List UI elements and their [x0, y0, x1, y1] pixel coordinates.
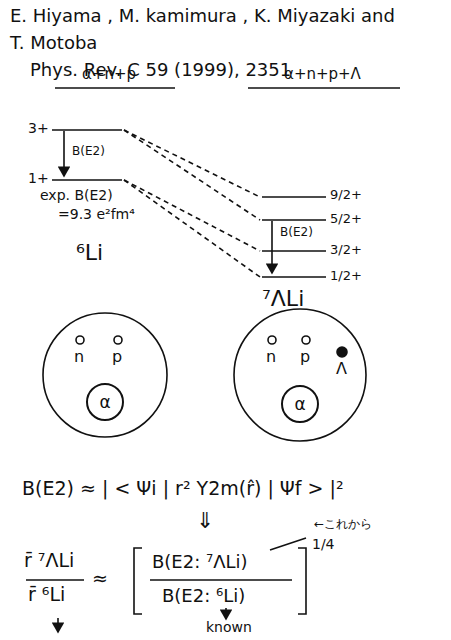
implies-arrow: ⇓ [196, 508, 214, 533]
config-label: α+n+p+Λ [284, 66, 361, 83]
alpha-circle: α [86, 383, 124, 421]
fraction-bar [150, 579, 292, 581]
level-line [262, 196, 326, 198]
author-line: E. Hiyama , M. kamimura , K. Miyazaki an… [10, 6, 395, 27]
pointer-line [270, 538, 306, 550]
neutron-dot [268, 336, 276, 344]
fraction-bar [26, 579, 84, 581]
alpha-circle: α [281, 385, 319, 423]
underline [55, 87, 175, 89]
level-line [52, 129, 122, 131]
particle-label: n [266, 348, 276, 366]
transition-arrow [271, 221, 273, 273]
particle-label: p [300, 348, 310, 366]
ratio-term: r̄ ⁷ΛLi [24, 550, 74, 572]
spin-label: 5/2+ [330, 212, 362, 227]
dashed-link [124, 130, 260, 220]
particle-label: p [112, 348, 122, 366]
exponent: 1/4 [312, 536, 335, 552]
nucleus-name: ⁷ΛLi [262, 286, 304, 311]
neutron-dot [76, 336, 84, 344]
nucleus-outline [43, 313, 167, 437]
alpha-label: α [294, 394, 305, 414]
exp-label: exp. B(E2) [40, 187, 113, 203]
lambda-dot [337, 347, 347, 357]
transition-label: B(E2) [280, 226, 313, 240]
transition-label: B(E2) [72, 145, 105, 159]
proton-dot [114, 336, 122, 344]
nucleus-name: ⁶Li [76, 240, 103, 265]
annotation: ←これから [314, 518, 372, 532]
underline [248, 87, 400, 89]
particle-label: n [74, 348, 84, 366]
level-line [262, 276, 326, 278]
transition-arrow [63, 131, 65, 176]
ratio-term: r̄ ⁶Li [28, 584, 65, 606]
dashed-link [124, 180, 260, 251]
particle-label: Λ [336, 360, 347, 378]
pointer-arrow [225, 608, 227, 619]
exp-value: =9.3 e²fm⁴ [58, 206, 135, 222]
bracket [298, 548, 306, 614]
config-label: α+n+p [82, 66, 136, 83]
dashed-link [124, 180, 260, 277]
formula: B(E2) ≈ | < Ψi | r² Y2m(r̂) | Ψf > |² [22, 478, 344, 500]
spin-label: 3+ [28, 120, 49, 136]
nucleus-outline [234, 309, 366, 441]
author-line: T. Motoba [10, 33, 97, 54]
bracket [134, 548, 142, 614]
annotation: known [206, 619, 252, 635]
proton-dot [302, 336, 310, 344]
spin-label: 1+ [28, 170, 49, 186]
spin-label: 1/2+ [330, 269, 362, 284]
alpha-label: α [99, 392, 110, 412]
dashed-link [124, 130, 260, 197]
citation: Phys. Rev. C 59 (1999), 2351 [30, 60, 291, 81]
spin-label: 3/2+ [330, 243, 362, 258]
pointer-arrow [57, 618, 59, 632]
approx-sign: ≈ [92, 568, 108, 590]
ratio-term: B(E2: ⁶Li) [162, 586, 245, 607]
level-line [52, 179, 122, 181]
level-line [262, 219, 326, 221]
ratio-term: B(E2: ⁷ΛLi) [152, 552, 248, 573]
spin-label: 9/2+ [330, 188, 362, 203]
